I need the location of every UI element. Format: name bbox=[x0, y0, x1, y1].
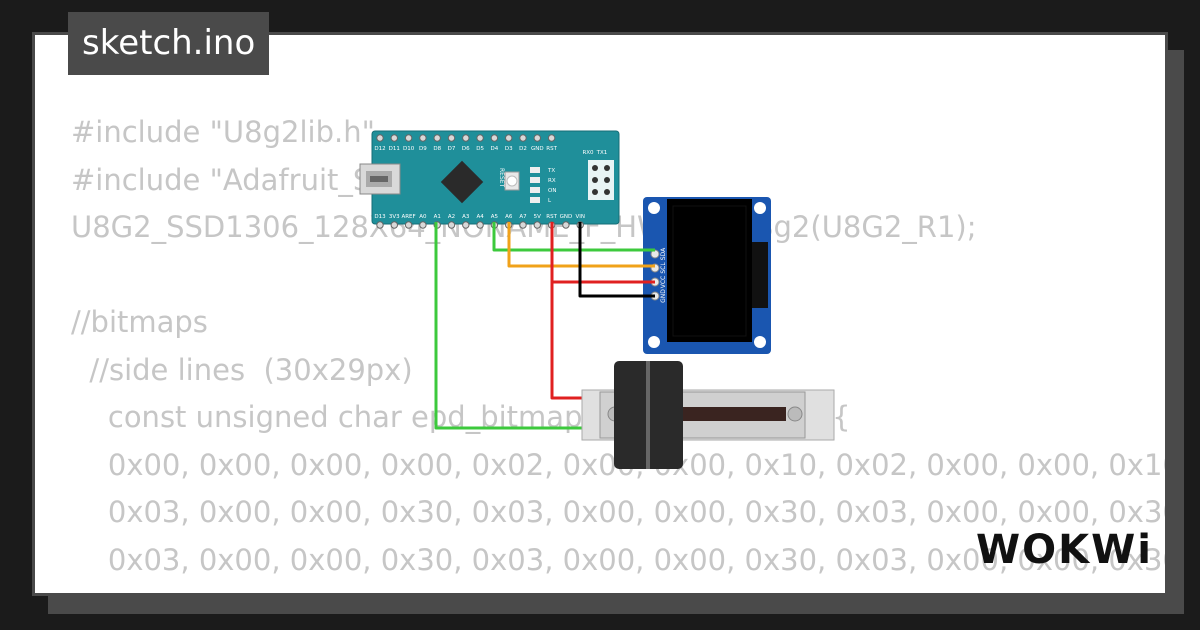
pin-header bbox=[447, 221, 456, 229]
code-line: 0x03, 0x00, 0x00, 0x30, 0x03, 0x00, 0x00… bbox=[71, 495, 1168, 529]
pin-label: TX1 bbox=[596, 150, 608, 156]
wire-sda bbox=[492, 222, 655, 252]
pin-header bbox=[419, 221, 427, 229]
code-line: //bitmaps bbox=[71, 305, 208, 339]
pin-label: A1 bbox=[434, 214, 441, 220]
pin-label: A2 bbox=[448, 214, 455, 220]
pin-header bbox=[533, 221, 541, 229]
led-label: ON bbox=[548, 188, 556, 194]
pin-label: D10 bbox=[403, 146, 415, 152]
pin-header bbox=[519, 221, 527, 229]
pin-header bbox=[433, 134, 441, 142]
pin-label: D7 bbox=[448, 146, 456, 152]
pin-header bbox=[476, 221, 484, 229]
code-line: //side lines (30x29px) bbox=[71, 352, 413, 387]
pin-label: D11 bbox=[389, 146, 400, 152]
code-line: #include "U8g2lib.h" bbox=[71, 115, 375, 149]
pin-label: A7 bbox=[519, 214, 527, 220]
wire-gnd bbox=[578, 222, 655, 298]
code-line: 0x03, 0x00, 0x00, 0x30, 0x03, 0x00, 0x00… bbox=[71, 584, 1165, 593]
pin-header bbox=[533, 134, 541, 142]
pin-header bbox=[376, 134, 384, 142]
pin-label: A0 bbox=[419, 214, 427, 220]
pin-label: AREF bbox=[401, 214, 415, 220]
pin-label: A6 bbox=[505, 214, 513, 220]
pin-label: GND bbox=[531, 146, 544, 152]
oled-pin-label: SDA bbox=[660, 247, 667, 260]
pin-label: RST bbox=[546, 214, 557, 220]
pin-label: A3 bbox=[462, 214, 470, 220]
pin-header bbox=[505, 134, 513, 142]
pin-header bbox=[419, 134, 427, 142]
pin-label: D2 bbox=[519, 146, 527, 152]
pin-label: D3 bbox=[505, 146, 513, 152]
pin-header bbox=[447, 134, 456, 142]
pin-label: A5 bbox=[491, 214, 499, 220]
pin-header bbox=[462, 221, 470, 229]
wire-pot-signal bbox=[434, 222, 612, 430]
pin-header bbox=[462, 134, 470, 142]
led-label: RX bbox=[548, 178, 556, 184]
pin-label: D5 bbox=[476, 146, 484, 152]
slide-potentiometer[interactable] bbox=[581, 361, 835, 469]
wire-pot-vcc bbox=[550, 282, 612, 400]
pin-header bbox=[490, 134, 499, 142]
wires bbox=[434, 222, 655, 430]
pin-label: VIN bbox=[575, 214, 585, 220]
reset-label: RESET bbox=[498, 168, 505, 188]
pin-header bbox=[562, 221, 570, 229]
pin-label: D9 bbox=[419, 146, 427, 152]
sketch-filename-badge: sketch.ino bbox=[68, 12, 270, 75]
pin-label: RST bbox=[546, 146, 557, 152]
pin-header bbox=[390, 134, 398, 142]
pin-header bbox=[404, 221, 413, 229]
pin-header bbox=[376, 221, 384, 229]
pin-label: 3V3 bbox=[389, 214, 400, 220]
led-label: L bbox=[548, 198, 552, 204]
pin-label: A4 bbox=[476, 214, 484, 220]
pin-label: D4 bbox=[491, 146, 499, 152]
pin-header bbox=[404, 134, 413, 142]
pin-label: 5V bbox=[534, 214, 541, 220]
pin-label: D6 bbox=[462, 146, 470, 152]
wokwi-logo: WOKWi bbox=[976, 527, 1153, 573]
icsp-header bbox=[588, 160, 614, 200]
project-preview-frame: #include "U8g2lib.h"#include "Adafruit_S… bbox=[32, 32, 1168, 596]
oled-pin-label: VCC bbox=[660, 276, 667, 288]
wire-scl bbox=[507, 222, 655, 268]
pin-label: D8 bbox=[433, 146, 441, 152]
pin-header bbox=[476, 134, 484, 142]
oled-pin-label: GND bbox=[660, 289, 667, 303]
pin-header bbox=[519, 134, 527, 142]
slider-track bbox=[680, 407, 786, 421]
oled-pin-label: SCL bbox=[660, 262, 667, 274]
code-line: 0x03, 0x00, 0x00, 0x30, 0x03, 0x00, 0x00… bbox=[71, 542, 1168, 577]
wire-vcc bbox=[550, 222, 655, 284]
pin-label: GND bbox=[560, 214, 573, 220]
pin-label: RX0 bbox=[582, 150, 594, 156]
pin-label: D13 bbox=[374, 214, 386, 220]
pin-label: D12 bbox=[374, 146, 385, 152]
microcontroller-chip bbox=[440, 160, 484, 204]
pin-header bbox=[390, 221, 398, 229]
pin-header bbox=[547, 134, 556, 142]
led-label: TX bbox=[547, 168, 555, 174]
code-listing: #include "U8g2lib.h"#include "Adafruit_S… bbox=[71, 109, 1168, 593]
